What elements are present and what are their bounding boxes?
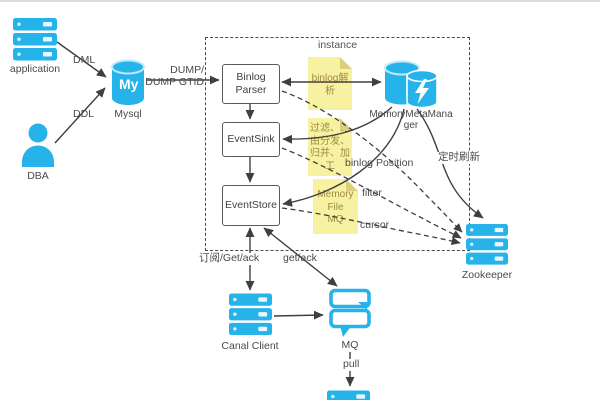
event-sink-node: EventSink	[222, 122, 280, 157]
zookeeper-icon	[466, 223, 508, 272]
note-memory-file: Memory File MQ	[313, 179, 358, 234]
arrow-memorymeta-to-zookeeper	[416, 108, 484, 219]
arrow-eventstore-mq	[263, 227, 338, 287]
arrow-memorymeta-to-eventstore	[282, 108, 405, 207]
mysql-icon	[111, 59, 145, 112]
application-servers-icon	[13, 18, 57, 67]
dashed-cursor-to-zookeeper	[281, 207, 461, 245]
mq-label: MQ	[341, 339, 359, 351]
application-label: application	[9, 63, 61, 75]
edge-label-cursor: cursor	[360, 219, 390, 231]
edge-label-ddl: DDL	[73, 108, 95, 120]
binlog-parser-label-line1: Binlog	[236, 70, 266, 83]
memory-metamanager-label: MemoryMetaManager	[369, 109, 453, 131]
note-memory-file-line1: Memory	[317, 189, 354, 200]
edge-label-subscribe: 订阅/Get/ack	[197, 252, 262, 265]
binlog-parser-label-line2: Parser	[235, 84, 267, 96]
edge-label-dml: DML	[73, 54, 96, 66]
zookeeper-label: Zookeeper	[461, 269, 513, 281]
memory-metamanager-icon	[384, 60, 440, 115]
edge-label-filter: filter	[362, 187, 382, 199]
arrow-canalclient-to-mq	[273, 310, 324, 320]
mysql-label: Mysql	[114, 108, 142, 120]
edge-label-timed-refresh: 定时刷新	[436, 151, 482, 164]
arrow-memorymeta-to-eventsink	[282, 106, 393, 144]
arrow-application-to-mysql	[56, 41, 107, 78]
arrow-dba-to-mysql	[54, 87, 106, 144]
edge-label-dump: DUMP/ DUMP GTID	[140, 64, 204, 88]
note-filter-route-text: 过滤、路由分发、归并、加工	[310, 123, 350, 172]
edge-label-dump-line1: DUMP/	[170, 64, 204, 76]
canal-client-label: Canal Client	[221, 340, 279, 352]
note-memory-file-line3: MQ	[327, 214, 344, 225]
event-store-node: EventStore	[222, 185, 280, 226]
dashed-binlog-position-to-zookeeper	[281, 90, 463, 233]
canal-client-icon	[229, 293, 272, 342]
note-memory-file-line2: File	[327, 201, 344, 213]
mq-icon	[327, 288, 373, 343]
consumer-server-icon	[327, 390, 370, 400]
edge-label-pull: pull	[341, 358, 362, 371]
edge-label-binlog-position: binlog Position	[345, 157, 414, 169]
edge-label-dump-line2: DUMP GTID	[145, 75, 204, 88]
dba-icon	[20, 123, 56, 172]
dba-label: DBA	[27, 170, 49, 182]
mysql-logo: My	[119, 76, 139, 92]
edge-label-get-ack: get/ack	[283, 252, 317, 264]
note-filter-route: 过滤、路由分发、归并、加工	[308, 118, 352, 176]
instance-label: instance	[318, 39, 358, 51]
event-sink-label: EventSink	[227, 132, 275, 145]
binlog-parser-node: Binlog Parser	[222, 64, 280, 104]
event-store-label: EventStore	[225, 198, 277, 211]
